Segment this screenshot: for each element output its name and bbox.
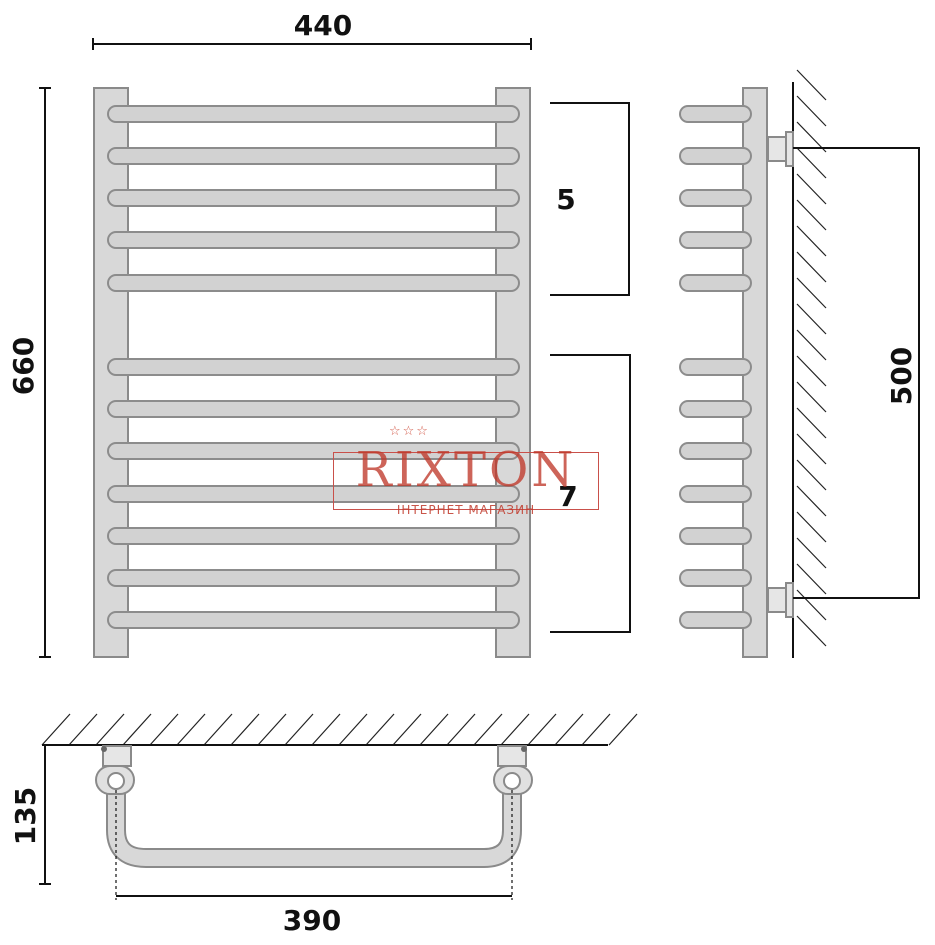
height-label: 660 bbox=[7, 337, 40, 395]
top-u-pipe-outline bbox=[106, 790, 522, 868]
side-bar-stubs bbox=[679, 105, 752, 629]
rixton-logo-watermark: ☆☆☆ RIXTON ІНТЕРНЕТ МАГАЗИН bbox=[333, 424, 601, 516]
upper-section-label: 5 bbox=[556, 183, 575, 216]
depth-label: 135 bbox=[9, 787, 42, 845]
logo-frame bbox=[333, 452, 599, 510]
mount-distance-label: 500 bbox=[885, 347, 918, 405]
top-left-wall-bracket bbox=[95, 745, 135, 795]
depth-dimension: 135 bbox=[9, 745, 51, 885]
width-label: 440 bbox=[294, 9, 352, 42]
lower-section-label: 7 bbox=[558, 480, 577, 513]
side-wall-hatching bbox=[796, 69, 827, 647]
side-lower-mount bbox=[767, 582, 794, 618]
logo-brand-text: RIXTON bbox=[355, 442, 577, 498]
top-u-pipe-fill bbox=[108, 790, 520, 866]
side-view: 500 bbox=[679, 69, 920, 658]
width-dimension: 440 bbox=[92, 9, 532, 50]
top-view: 390 135 bbox=[9, 713, 638, 937]
front-horizontal-bars bbox=[107, 105, 520, 629]
axis-distance-label: 390 bbox=[283, 904, 341, 937]
top-wall-hatching bbox=[41, 713, 638, 746]
axis-distance-dimension: 390 bbox=[115, 790, 513, 937]
upper-section-bracket: 5 bbox=[550, 102, 630, 296]
lower-section-bracket: 7 bbox=[550, 354, 631, 633]
logo-tagline-text: ІНТЕРНЕТ МАГАЗИН bbox=[396, 503, 536, 517]
height-dimension: 660 bbox=[7, 87, 51, 658]
mount-distance-dimension: 500 bbox=[793, 147, 920, 599]
logo-stars-icon: ☆☆☆ bbox=[389, 424, 430, 439]
front-view: 440 660 5 7 bbox=[7, 9, 631, 658]
side-upper-mount bbox=[767, 131, 794, 167]
top-right-wall-bracket bbox=[493, 745, 533, 795]
